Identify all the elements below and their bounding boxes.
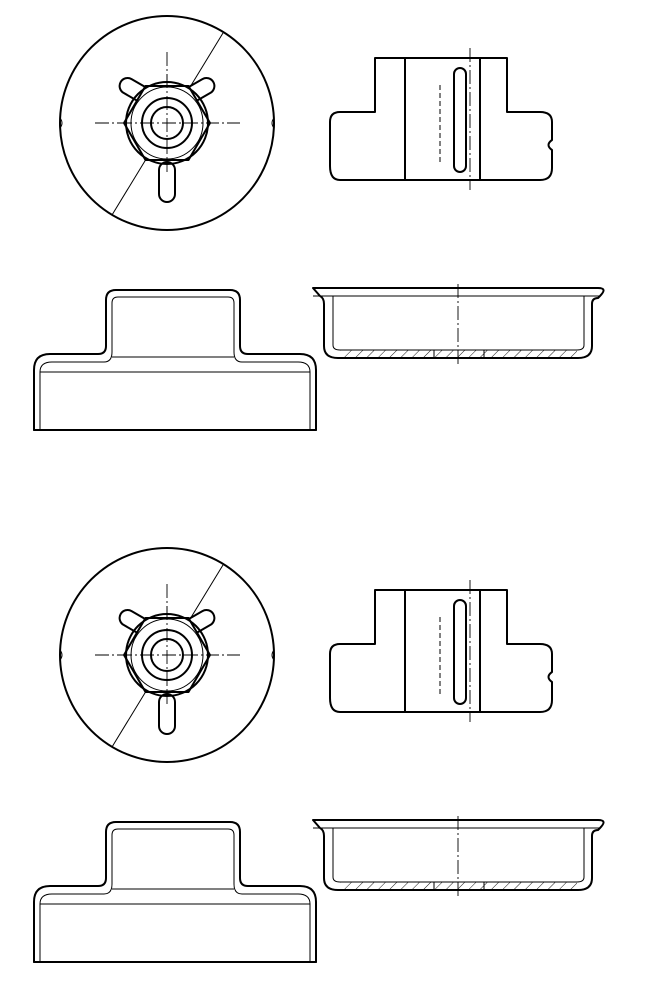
drawing-panel-lower [33, 547, 605, 963]
drawing-panel-upper [33, 15, 605, 431]
